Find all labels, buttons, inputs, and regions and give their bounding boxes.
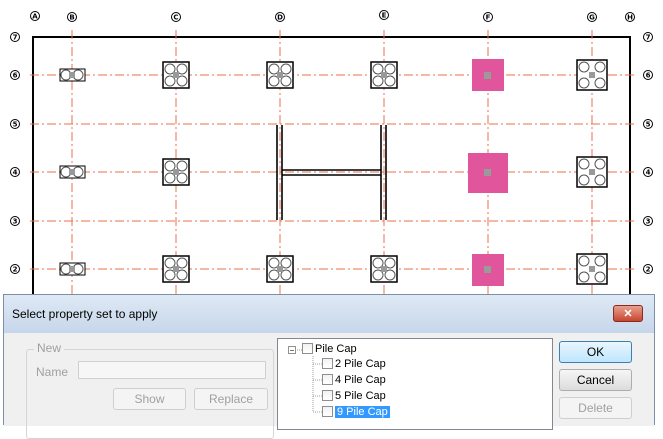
- pile-cap-4[interactable]: [162, 255, 190, 283]
- row-labels-left: 7 6 5 4 3 2: [10, 32, 20, 274]
- col-bubble-a: [30, 11, 40, 21]
- tree-item-label: 2 Pile Cap: [335, 358, 386, 370]
- col-bubble-e: [379, 10, 389, 20]
- col-label-c: C: [173, 14, 178, 22]
- row-label-4-left: 4: [13, 169, 18, 177]
- row-bubble-6-left: [10, 70, 20, 80]
- tree-item-pile-cap[interactable]: Pile Cap: [302, 343, 357, 355]
- structural-plan-canvas[interactable]: A B C D E F G H 7 6 5 4 3 2 7 6 5: [0, 0, 663, 425]
- col-bubble-h: [625, 12, 635, 22]
- row-label-7-left: 7: [13, 34, 18, 42]
- name-label: Name: [36, 365, 69, 379]
- pile-cap-4[interactable]: [162, 61, 190, 89]
- pile-cap-4[interactable]: [576, 156, 608, 188]
- row-bubble-2-left: [10, 264, 20, 274]
- row-label-3-right: 3: [646, 218, 651, 226]
- checkbox[interactable]: [322, 390, 333, 401]
- show-button[interactable]: Show: [113, 388, 186, 410]
- row-bubble-3-right: [643, 216, 653, 226]
- vertical-gridlines: [71, 30, 593, 300]
- tree-item-label-selected: 9 Pile Cap: [335, 406, 390, 418]
- col-bubble-b: [67, 12, 77, 22]
- checkbox[interactable]: [322, 374, 333, 385]
- checkbox[interactable]: [322, 358, 333, 369]
- replace-button[interactable]: Replace: [194, 388, 268, 410]
- plan-border: [32, 36, 631, 425]
- pile-cap-4[interactable]: [370, 61, 398, 89]
- pile-cap-4[interactable]: [370, 255, 398, 283]
- dialog-titlebar[interactable]: Select property set to apply ✕: [4, 295, 654, 333]
- new-group-legend: New: [34, 341, 65, 355]
- row-labels-right: 7 6 5 4 3 2: [643, 32, 653, 274]
- dialog-title: Select property set to apply: [12, 307, 158, 321]
- row-bubble-2-right: [643, 264, 653, 274]
- pile-cap-4[interactable]: [266, 61, 294, 89]
- close-button[interactable]: ✕: [613, 305, 643, 322]
- select-property-set-dialog: Select property set to apply ✕ New Name …: [3, 294, 655, 439]
- col-bubble-d: [275, 12, 285, 22]
- row-label-2-right: 2: [646, 266, 651, 274]
- col-bubble-f: [483, 12, 493, 22]
- row-bubble-3-left: [10, 216, 20, 226]
- selected-pile-cap[interactable]: [472, 59, 504, 91]
- tree-item-label: 4 Pile Cap: [335, 374, 386, 386]
- row-bubble-5-right: [643, 119, 653, 129]
- row-bubble-7-right: [643, 32, 653, 42]
- tree-item-5-pile-cap[interactable]: 5 Pile Cap: [322, 390, 386, 402]
- ok-button[interactable]: OK: [559, 341, 632, 363]
- col-label-g: G: [589, 14, 595, 22]
- tree-item-2-pile-cap[interactable]: 2 Pile Cap: [322, 358, 386, 370]
- row-label-5-right: 5: [646, 121, 651, 129]
- tree-item-label: Pile Cap: [315, 343, 357, 355]
- pile-cap-4[interactable]: [162, 158, 190, 186]
- tree-item-label: 5 Pile Cap: [335, 390, 386, 402]
- property-set-tree[interactable]: − Pile Cap 2 Pile Cap 4 Pile Cap: [277, 338, 553, 430]
- tree-item-4-pile-cap[interactable]: 4 Pile Cap: [322, 374, 386, 386]
- pile-cap-4[interactable]: [266, 255, 294, 283]
- delete-button[interactable]: Delete: [559, 397, 632, 419]
- row-label-6-left: 6: [13, 72, 18, 80]
- row-label-4-right: 4: [646, 169, 651, 177]
- pile-cap-2[interactable]: [59, 262, 86, 276]
- column-labels: A B C D E F G H: [30, 10, 635, 22]
- row-label-5-left: 5: [13, 121, 18, 129]
- cancel-button[interactable]: Cancel: [559, 369, 632, 391]
- col-label-d: D: [277, 14, 283, 22]
- col-bubble-c: [171, 12, 181, 22]
- row-label-3-left: 3: [13, 218, 18, 226]
- row-bubble-7-left: [10, 32, 20, 42]
- row-bubble-6-right: [643, 70, 653, 80]
- col-label-a: A: [32, 13, 38, 21]
- row-label-6-right: 6: [646, 72, 651, 80]
- tree-connector-lines: [297, 349, 322, 413]
- name-input[interactable]: [78, 361, 266, 379]
- col-bubble-g: [587, 12, 597, 22]
- col-label-e: E: [382, 12, 387, 20]
- row-bubble-4-right: [643, 167, 653, 177]
- checkbox[interactable]: [302, 343, 313, 354]
- row-label-2-left: 2: [13, 266, 18, 274]
- horizontal-gridlines: [30, 74, 635, 270]
- pile-cap-4[interactable]: [576, 253, 608, 285]
- pile-cap-2[interactable]: [59, 165, 86, 179]
- row-bubble-4-left: [10, 167, 20, 177]
- col-label-h: H: [627, 14, 633, 22]
- pile-cap-2[interactable]: [59, 68, 86, 82]
- tree-item-9-pile-cap[interactable]: 9 Pile Cap: [322, 406, 390, 418]
- shear-walls: [276, 125, 387, 220]
- col-label-f: F: [486, 14, 491, 22]
- tree-collapse-toggle[interactable]: −: [288, 346, 296, 355]
- checkbox[interactable]: [322, 406, 333, 417]
- selected-pile-cap[interactable]: [472, 254, 504, 286]
- pile-cap-4[interactable]: [576, 59, 608, 91]
- row-label-7-right: 7: [646, 34, 651, 42]
- selected-pile-cap[interactable]: [468, 153, 508, 193]
- row-bubble-5-left: [10, 119, 20, 129]
- col-label-b: B: [69, 14, 74, 22]
- dialog-content: New Name Show Replace − Pile Cap 2 P: [4, 333, 654, 439]
